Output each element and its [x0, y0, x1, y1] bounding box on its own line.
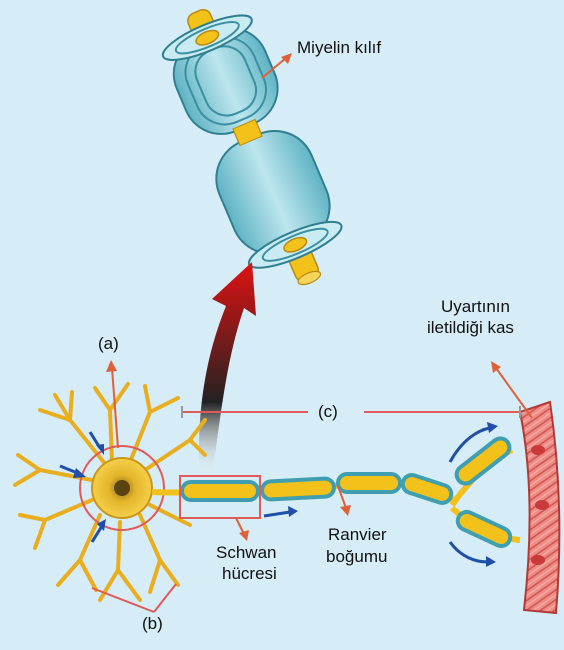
nucleus [114, 480, 130, 496]
label-a: (a) [98, 334, 119, 354]
label-b: (b) [142, 614, 163, 634]
muscle-label-line1: Uyartının [441, 297, 510, 317]
c-span [182, 406, 520, 418]
b-pointer [92, 584, 176, 612]
magnify-arrow [199, 262, 256, 478]
schwann-label-line1: Schwan [216, 543, 276, 563]
muscle-tissue [520, 402, 559, 613]
muscle-pointer [491, 361, 532, 418]
schwann-label-line2: hücresi [222, 564, 277, 584]
ranvier-label-line1: Ranvier [328, 525, 387, 545]
label-c: (c) [318, 402, 338, 422]
myelin-sheath-label: Miyelin kılıf [297, 38, 381, 58]
ranvier-label-line2: boğumu [326, 547, 387, 567]
schwann-pointer [236, 518, 249, 541]
muscle-label-line2: iletildiği kas [427, 318, 514, 338]
